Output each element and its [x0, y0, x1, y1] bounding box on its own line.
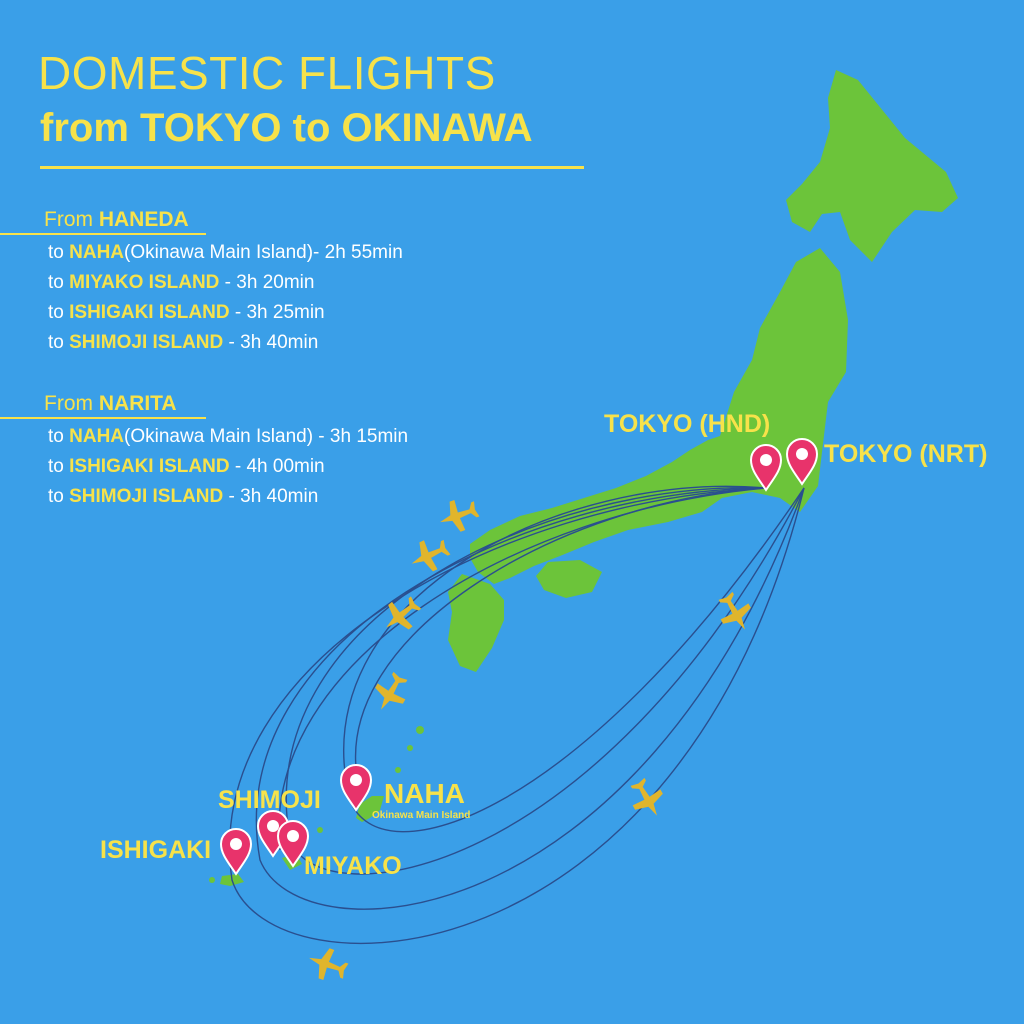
- islet: [416, 726, 424, 734]
- airport-name: NARITA: [98, 392, 177, 415]
- heading-text: From NARITA: [44, 392, 177, 416]
- label-shimoji: SHIMOJI: [218, 786, 321, 814]
- route-note: (Okinawa Main Island) - 3h 15min: [124, 426, 409, 447]
- route-item: to NAHA(Okinawa Main Island) - 3h 15min: [48, 422, 560, 452]
- route-dest: ISHIGAKI ISLAND: [69, 302, 230, 323]
- route-to: to: [48, 332, 70, 353]
- route-item: to SHIMOJI ISLAND - 3h 40min: [48, 482, 560, 512]
- narita-heading: From NARITA: [0, 388, 560, 420]
- route-dest: NAHA: [69, 242, 125, 263]
- islet: [407, 745, 413, 751]
- route-item: to ISHIGAKI ISLAND - 4h 00min: [48, 452, 560, 482]
- route-item: to MIYAKO ISLAND - 3h 20min: [48, 268, 560, 298]
- airplane-icon: [367, 667, 415, 718]
- route-dest: SHIMOJI ISLAND: [69, 486, 224, 507]
- islet: [317, 827, 323, 833]
- island-hokkaido: [786, 70, 958, 262]
- route-dest: MIYAKO ISLAND: [69, 272, 220, 293]
- haneda-heading: From HANEDA: [0, 204, 560, 236]
- label-tokyo-nrt: TOKYO (NRT): [824, 440, 988, 468]
- airplane-icon: [303, 942, 352, 987]
- heading-underline: [0, 417, 206, 419]
- route-note: - 4h 00min: [229, 456, 325, 477]
- label-tokyo-hnd: TOKYO (HND): [604, 410, 771, 438]
- islet: [395, 767, 401, 773]
- label-naha: NAHA: [384, 778, 465, 809]
- route-to: to: [48, 426, 70, 447]
- route-note: - 3h 25min: [229, 302, 325, 323]
- route-item: to NAHA(Okinawa Main Island)- 2h 55min: [48, 238, 560, 268]
- island-okinawa: [356, 796, 384, 822]
- airport-name: HANEDA: [98, 208, 189, 231]
- route-dest: NAHA: [69, 426, 125, 447]
- island-honshu: [470, 248, 848, 584]
- airplane-icon: [623, 773, 671, 824]
- route-path: [229, 487, 805, 944]
- haneda-routes: to NAHA(Okinawa Main Island)- 2h 55min t…: [0, 238, 560, 358]
- route-item: to SHIMOJI ISLAND - 3h 40min: [48, 328, 560, 358]
- route-note: - 3h 20min: [219, 272, 315, 293]
- airplanes: [303, 493, 759, 987]
- label-miyako: MIYAKO: [304, 852, 402, 880]
- land: [209, 70, 958, 886]
- island-shikoku: [536, 560, 602, 598]
- narita-section: From NARITA to NAHA(Okinawa Main Island)…: [0, 388, 560, 512]
- heading-text: From HANEDA: [44, 208, 189, 232]
- narita-routes: to NAHA(Okinawa Main Island) - 3h 15min …: [0, 422, 560, 512]
- heading-underline: [0, 233, 206, 235]
- route-note: - 3h 40min: [223, 332, 319, 353]
- route-path: [255, 487, 805, 910]
- route-to: to: [48, 302, 70, 323]
- route-to: to: [48, 242, 70, 263]
- route-dest: SHIMOJI ISLAND: [69, 332, 224, 353]
- label-ishigaki: ISHIGAKI: [100, 836, 212, 864]
- route-to: to: [48, 272, 70, 293]
- route-note: - 3h 40min: [223, 486, 319, 507]
- map-pin-icon[interactable]: [220, 828, 252, 875]
- islet: [209, 877, 215, 883]
- haneda-section: From HANEDA to NAHA(Okinawa Main Island)…: [0, 204, 560, 358]
- title-line-1: DOMESTIC FLIGHTS: [38, 47, 496, 99]
- from-label: From: [44, 392, 99, 415]
- route-path: [278, 487, 767, 851]
- route-to: to: [48, 456, 70, 477]
- island-kyushu: [448, 574, 504, 672]
- label-naha-sub: Okinawa Main Island: [372, 810, 471, 821]
- from-label: From: [44, 208, 99, 231]
- route-dest: ISHIGAKI ISLAND: [69, 456, 230, 477]
- route-note: (Okinawa Main Island)- 2h 55min: [124, 242, 403, 263]
- route-to: to: [48, 486, 70, 507]
- title-line-2: from TOKYO to OKINAWA: [40, 106, 533, 150]
- route-item: to ISHIGAKI ISLAND - 3h 25min: [48, 298, 560, 328]
- title-underline: [40, 166, 584, 169]
- airplane-icon: [711, 587, 759, 638]
